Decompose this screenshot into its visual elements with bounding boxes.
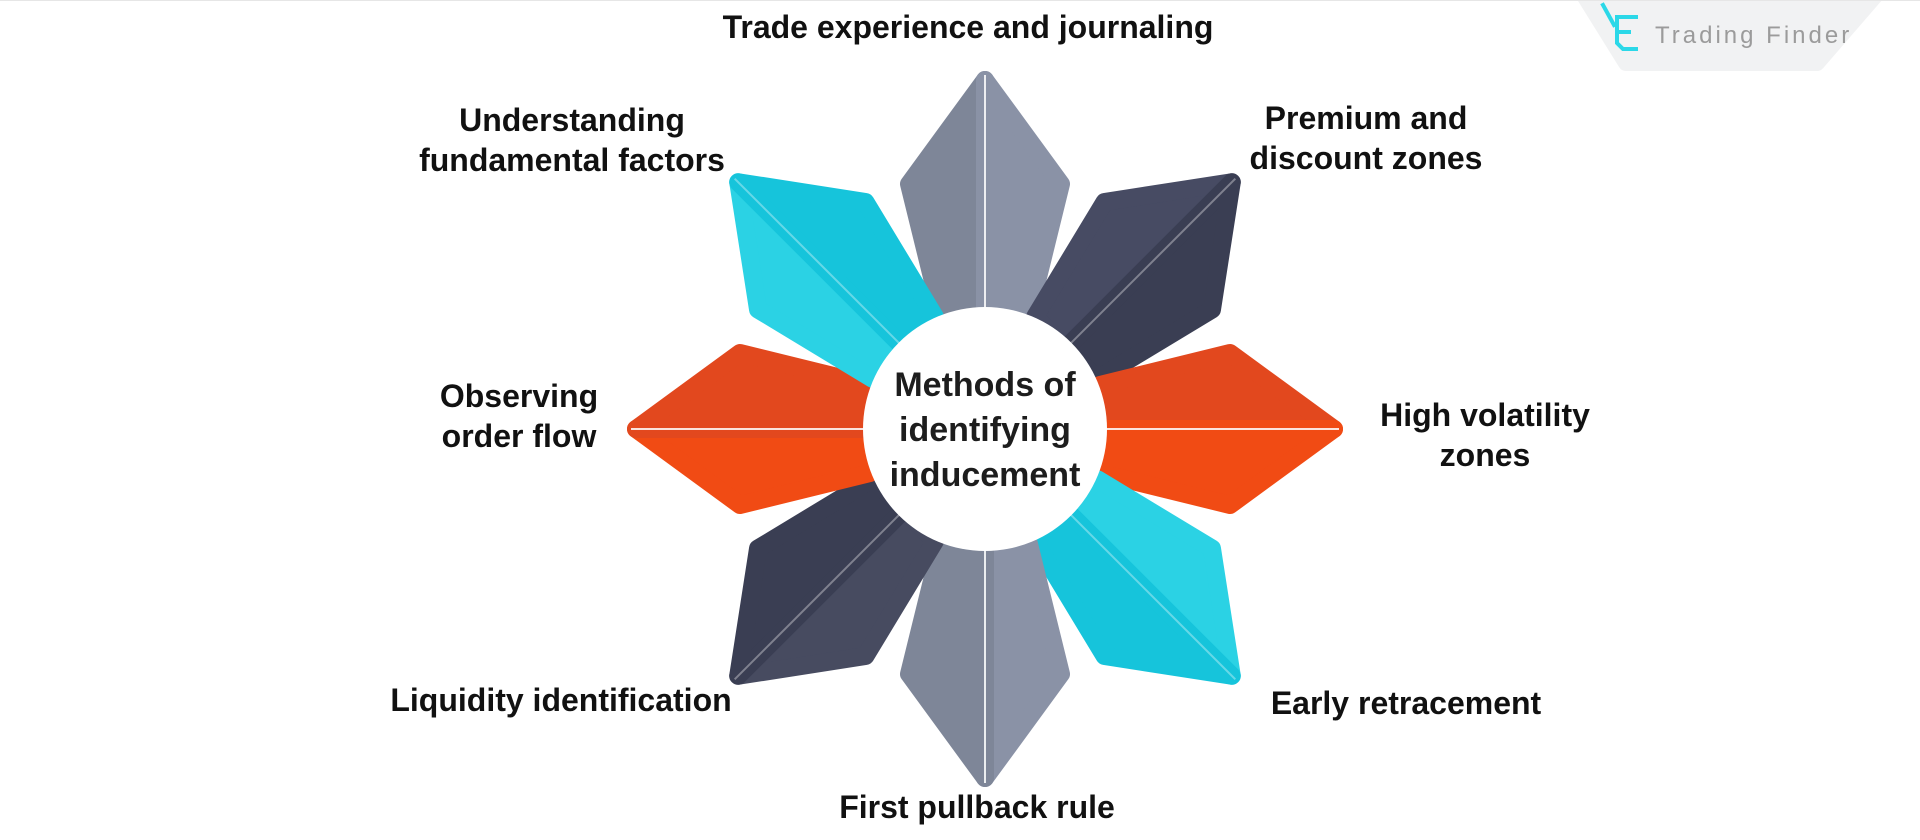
petal-top-left-divider: [733, 177, 907, 351]
petal-label-left: Observing order flow: [439, 378, 599, 454]
petal-label-top: Trade experience and journaling: [722, 9, 1214, 45]
petal-label-top-right: Premium and discount zones: [1249, 100, 1483, 176]
trading-finder-icon: [1600, 2, 1638, 51]
petal-left: [627, 344, 879, 514]
petal-right: [1091, 344, 1343, 514]
petal-label-bottom: First pullback rule: [839, 789, 1115, 825]
petal-label-right: High volatility zones: [1380, 397, 1590, 473]
petal-top-left-half-b: [729, 173, 944, 357]
center-circle: [863, 307, 1107, 551]
petal-top-right-divider: [1063, 177, 1237, 351]
petal-bottom-left: [729, 470, 944, 685]
petal-top-right: [1026, 173, 1241, 388]
petal-group: [627, 71, 1343, 787]
petal-label-top-left: Understanding fundamental factors: [419, 102, 725, 178]
petal-bottom-left-divider: [733, 507, 907, 681]
center-title: Methods of identifying inducement: [889, 366, 1081, 494]
petal-label-bottom-right: Early retracement: [1270, 685, 1542, 721]
logo-banner: [1578, 1, 1882, 71]
petal-label-bottom-left: Liquidity identification: [390, 682, 732, 718]
petal-bottom: [900, 535, 1070, 787]
petal-top: [900, 71, 1070, 323]
trading-finder-logo-text: Trading Finder: [1655, 22, 1853, 49]
petal-bottom-right-divider: [1063, 507, 1237, 681]
petal-top-left: [729, 173, 944, 388]
